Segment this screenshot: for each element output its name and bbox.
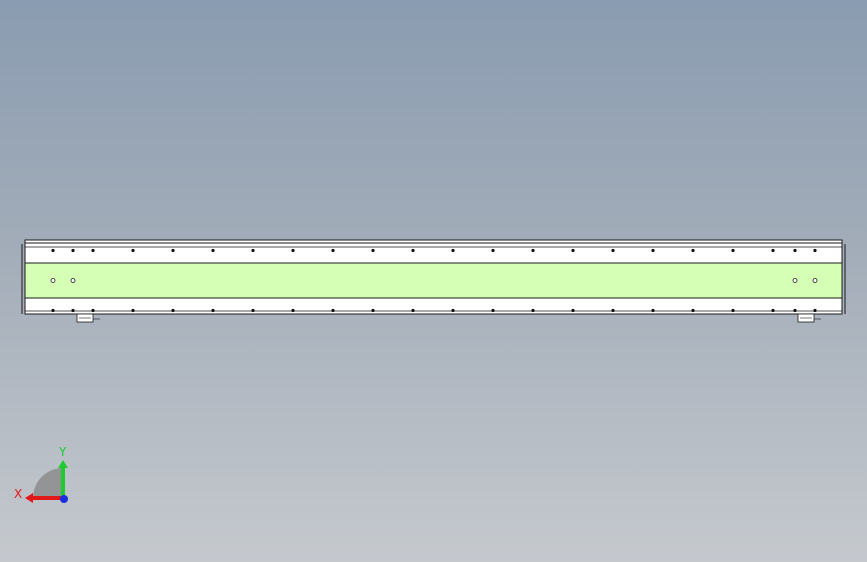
- mount-hole: [651, 248, 655, 253]
- mount-hole: [71, 308, 75, 313]
- face-hole[interactable]: [50, 278, 56, 283]
- mount-hole: [171, 308, 175, 313]
- y-axis-label: Y: [58, 445, 67, 459]
- mount-hole: [371, 308, 375, 313]
- mount-hole: [531, 308, 535, 313]
- mount-hole: [731, 308, 735, 313]
- mount-hole: [771, 308, 775, 313]
- face-hole[interactable]: [812, 278, 818, 283]
- mount-hole: [411, 308, 415, 313]
- mount-hole: [611, 308, 615, 313]
- mount-hole: [211, 308, 215, 313]
- mount-hole: [251, 248, 255, 253]
- mount-hole: [531, 248, 535, 253]
- mount-hole: [91, 248, 95, 253]
- mount-hole: [331, 248, 335, 253]
- right-mount-bracket[interactable]: [797, 313, 821, 323]
- mount-hole: [451, 248, 455, 253]
- top-hole-row: [51, 248, 817, 253]
- mount-hole: [813, 308, 817, 313]
- mount-hole: [171, 248, 175, 253]
- mount-hole: [491, 308, 495, 313]
- x-axis-label: X: [14, 487, 22, 501]
- triad-plane-arc: [33, 468, 63, 498]
- mount-hole: [91, 308, 95, 313]
- mount-hole: [291, 308, 295, 313]
- mount-hole: [793, 308, 797, 313]
- mount-hole: [691, 308, 695, 313]
- mount-hole: [371, 248, 375, 253]
- x-axis-arrowhead: [25, 493, 33, 503]
- z-axis-dot: [60, 495, 68, 503]
- mount-hole: [731, 248, 735, 253]
- rail-center-face[interactable]: [24, 262, 843, 299]
- mount-hole: [51, 248, 55, 253]
- left-mount-bracket[interactable]: [76, 313, 100, 323]
- mount-hole: [291, 248, 295, 253]
- mount-hole: [571, 248, 575, 253]
- mount-hole: [51, 308, 55, 313]
- mount-hole: [211, 248, 215, 253]
- mount-hole: [793, 248, 797, 253]
- mount-hole: [771, 248, 775, 253]
- face-hole[interactable]: [70, 278, 76, 283]
- face-hole[interactable]: [792, 278, 798, 283]
- mount-hole: [571, 308, 575, 313]
- mount-hole: [131, 248, 135, 253]
- mount-hole: [691, 248, 695, 253]
- mount-hole: [651, 308, 655, 313]
- mount-hole: [813, 248, 817, 253]
- mount-hole: [251, 308, 255, 313]
- mount-hole: [71, 248, 75, 253]
- mount-hole: [451, 308, 455, 313]
- bottom-hole-row: [51, 308, 817, 313]
- mount-hole: [491, 248, 495, 253]
- mount-hole: [331, 308, 335, 313]
- mount-hole: [131, 308, 135, 313]
- mount-hole: [411, 248, 415, 253]
- mount-hole: [611, 248, 615, 253]
- orientation-triad[interactable]: Y X: [0, 430, 90, 520]
- y-axis-arrowhead: [58, 460, 68, 468]
